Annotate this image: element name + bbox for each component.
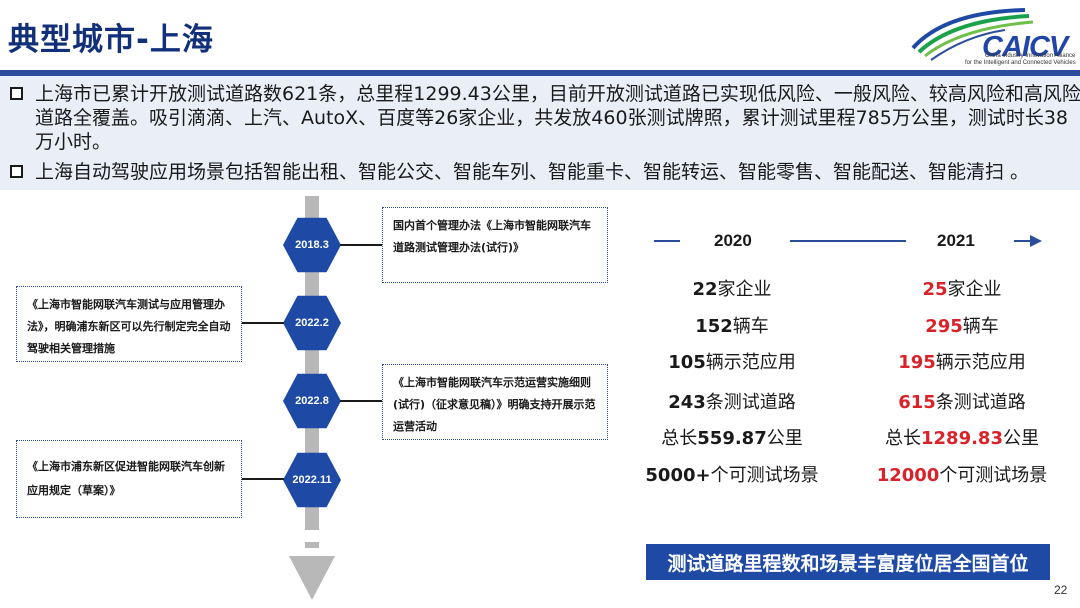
stat-value: 22 bbox=[692, 279, 718, 300]
timeline-connector bbox=[242, 478, 284, 480]
page-title: 典型城市-上海 bbox=[8, 22, 214, 58]
bullet-text-2: 上海自动驾驶应用场景包括智能出租、智能公交、智能车列、智能重卡、智能转运、智能零… bbox=[35, 161, 1030, 183]
logo-subtitle-2: for the Intelligent and Connected Vehicl… bbox=[965, 60, 1076, 66]
year-line bbox=[790, 240, 906, 242]
stat-prefix: 总长 bbox=[885, 428, 921, 449]
stat-value: 5000+ bbox=[645, 465, 711, 486]
stat-value: 615 bbox=[898, 392, 936, 413]
stat-value: 195 bbox=[898, 352, 936, 373]
timeline-date-2022-8: 2022.8 bbox=[283, 373, 341, 429]
checkbox-bullet-icon bbox=[10, 165, 23, 178]
timeline-event-2022-2: 《上海市智能网联汽车测试与应用管理办法》，明确浦东新区可以先行制定完全自动驾驶相… bbox=[16, 286, 242, 362]
stat-2021-row-3: 195辆示范应用 bbox=[850, 348, 1074, 374]
timeline-event-2018-3: 国内首个管理办法《上海市智能网联汽车道路测试管理办法(试行)》 bbox=[382, 207, 608, 283]
stat-2021-row-6: 12000个可测试场景 bbox=[850, 461, 1074, 487]
stat-value: 25 bbox=[922, 279, 948, 300]
stat-value: 152 bbox=[695, 316, 733, 337]
stat-2021-row-1: 25家企业 bbox=[850, 275, 1074, 301]
stat-unit: 家企业 bbox=[717, 279, 772, 300]
summary-banner bbox=[0, 76, 1080, 190]
stat-unit: 个可测试场景 bbox=[710, 465, 819, 486]
timeline-connector bbox=[340, 400, 382, 402]
stat-unit: 条测试道路 bbox=[935, 392, 1026, 413]
stat-value: 12000 bbox=[876, 465, 940, 486]
timeline-connector bbox=[242, 322, 284, 324]
stat-unit: 辆示范应用 bbox=[705, 352, 796, 373]
timeline-date-2022-11: 2022.11 bbox=[283, 452, 341, 508]
timeline-event-2022-8: 《上海市智能网联汽车示范运营实施细则(试行)（征求意见稿）》明确支持开展示范运营… bbox=[382, 364, 608, 440]
timeline-dash bbox=[305, 548, 319, 556]
arrow-right-icon bbox=[1030, 235, 1042, 247]
timeline-arrow-icon bbox=[289, 556, 335, 600]
stat-2021-row-4: 615条测试道路 bbox=[850, 388, 1074, 414]
stat-2020-row-3: 105辆示范应用 bbox=[620, 348, 844, 374]
stat-unit: 家企业 bbox=[947, 279, 1002, 300]
stat-value: 1289.83 bbox=[921, 428, 1003, 449]
year-line bbox=[1014, 240, 1030, 242]
stat-unit: 公里 bbox=[1002, 428, 1039, 449]
summary-highlight: 测试道路里程数和场景丰富度位居全国首位 bbox=[646, 544, 1050, 580]
bullet-text-1: 上海市已累计开放测试道路数621条，总里程1299.43公里，目前开放测试道路已… bbox=[35, 83, 1080, 153]
year-2020-label: 2020 bbox=[714, 231, 752, 250]
stat-value: 295 bbox=[925, 316, 963, 337]
stat-2020-row-5: 总长559.87公里 bbox=[620, 424, 844, 450]
stat-2021-row-5: 总长1289.83公里 bbox=[850, 424, 1074, 450]
page-number: 22 bbox=[1054, 583, 1068, 597]
caicv-logo bbox=[911, 8, 1034, 61]
stat-unit: 辆车 bbox=[732, 316, 769, 337]
stat-unit: 辆示范应用 bbox=[935, 352, 1026, 373]
header-divider bbox=[0, 70, 1080, 76]
stat-unit: 个可测试场景 bbox=[939, 465, 1048, 486]
stat-2020-row-2: 152辆车 bbox=[620, 312, 844, 338]
bullet-item-1: 上海市已累计开放测试道路数621条，总里程1299.43公里，目前开放测试道路已… bbox=[10, 82, 1080, 154]
stat-prefix: 总长 bbox=[661, 428, 698, 449]
stat-2020-row-1: 22家企业 bbox=[620, 275, 844, 301]
logo-text: CAICV bbox=[982, 31, 1068, 63]
stat-2020-row-4: 243条测试道路 bbox=[620, 388, 844, 414]
stat-2021-row-2: 295辆车 bbox=[850, 312, 1074, 338]
checkbox-bullet-icon bbox=[10, 87, 23, 100]
stat-value: 105 bbox=[668, 352, 706, 373]
timeline-connector bbox=[340, 244, 382, 246]
timeline-dash bbox=[305, 530, 319, 542]
year-line bbox=[654, 240, 680, 242]
timeline-date-2022-2: 2022.2 bbox=[283, 295, 341, 351]
timeline-event-2022-11: 《上海市浦东新区促进智能网联汽车创新应用规定（草案）》 bbox=[16, 440, 242, 518]
timeline-date-2018-3: 2018.3 bbox=[283, 217, 341, 273]
bullet-item-2: 上海自动驾驶应用场景包括智能出租、智能公交、智能车列、智能重卡、智能转运、智能零… bbox=[10, 160, 1080, 184]
stat-unit: 条测试道路 bbox=[705, 392, 796, 413]
stat-unit: 辆车 bbox=[962, 316, 999, 337]
year-2021-label: 2021 bbox=[937, 231, 975, 250]
stat-2020-row-6: 5000+个可测试场景 bbox=[620, 461, 844, 487]
stat-unit: 公里 bbox=[766, 428, 803, 449]
stat-value: 559.87 bbox=[697, 428, 767, 449]
logo-subtitle-1: China Industry Innovation Alliance bbox=[985, 53, 1076, 59]
stat-value: 243 bbox=[668, 392, 706, 413]
